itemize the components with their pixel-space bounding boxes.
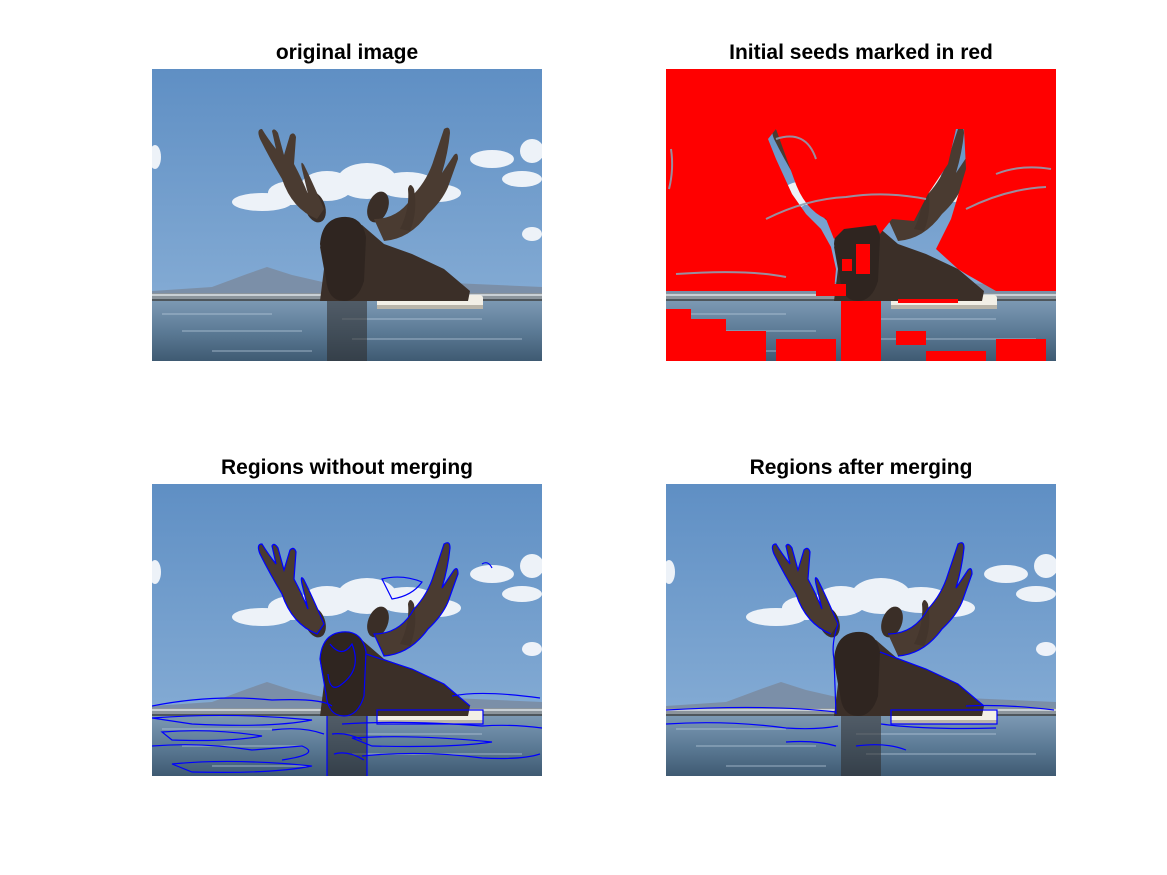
regions-merged-image [666,484,1056,776]
seeds-overlay-image [666,69,1056,361]
panel-title: original image [275,41,419,64]
panel-title: Regions after merging [749,456,973,479]
regions-unmerged-image [152,484,542,776]
panel-title: Regions without merging [221,456,473,479]
panel-title: Initial seeds marked in red [729,41,993,64]
moose-photo [152,69,542,361]
